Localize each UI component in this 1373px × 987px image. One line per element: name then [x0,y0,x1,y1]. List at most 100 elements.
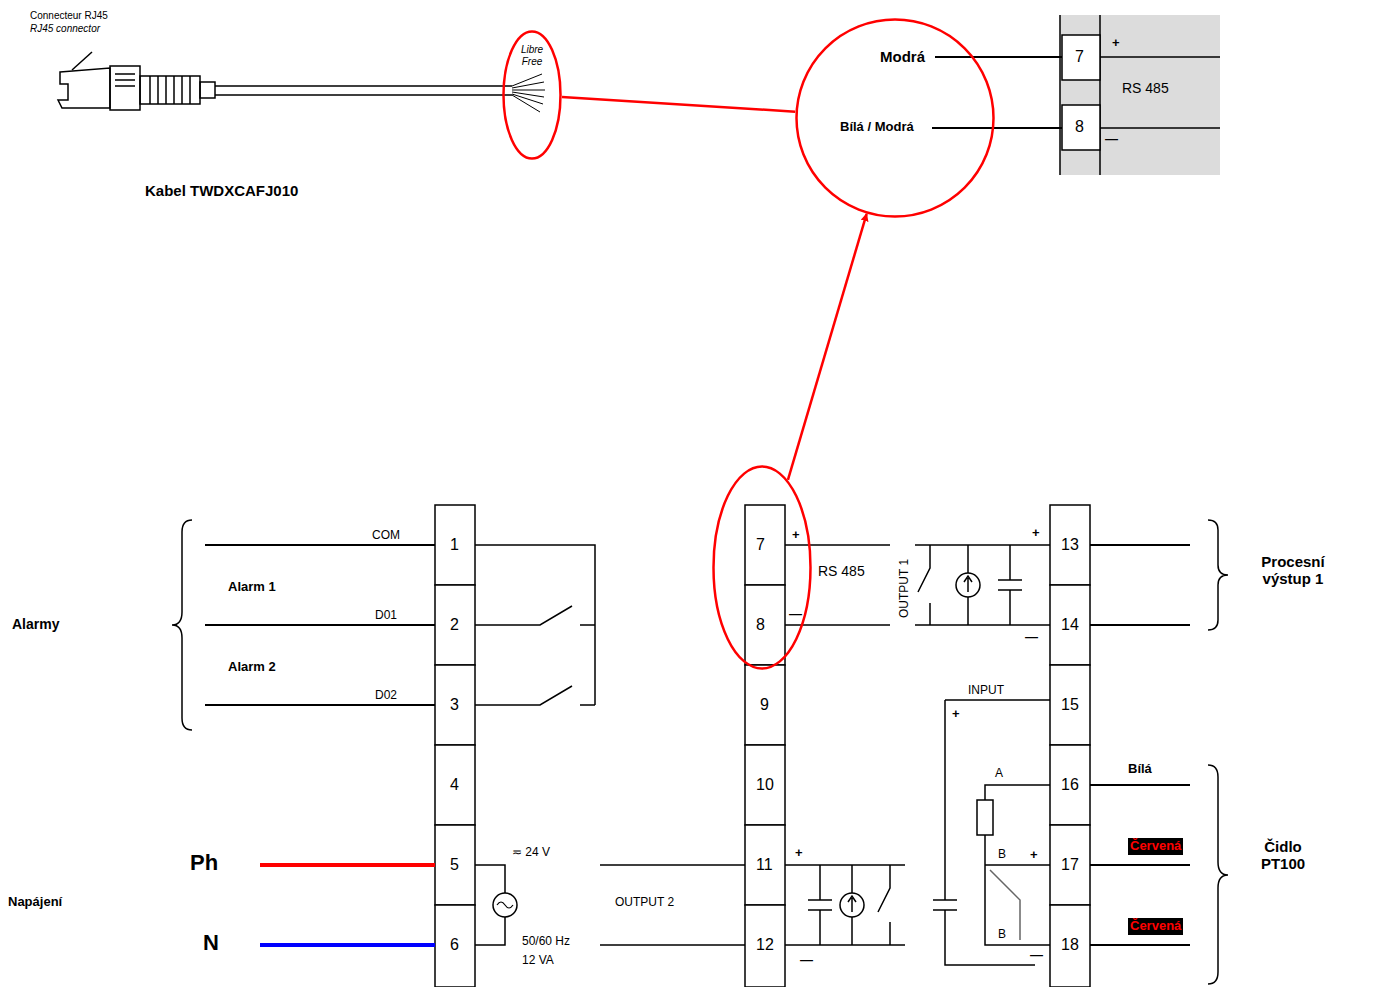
terminal-number: 8 [1075,118,1084,136]
input-circuit [933,700,1050,965]
wire-color: Červená [1128,918,1183,935]
terminal-cell [1050,505,1090,585]
terminal-number: 5 [450,856,459,874]
polarity-sign: + [1030,848,1038,863]
cable [215,86,512,95]
phase-wire [260,863,435,867]
terminal-number: 9 [760,696,769,714]
brace [1208,520,1228,630]
node-text: Bílá / Modrá [840,120,914,135]
terminal-cell [1050,665,1090,745]
signal-name: Alarm 2 [228,660,276,675]
output2-circuit [785,865,905,945]
polarity-sign: + [952,707,960,722]
terminal-number: 13 [1061,536,1079,554]
power-supply [475,865,505,945]
outline [714,467,811,669]
pin-name: B [998,848,1006,862]
terminal-cells [435,505,1090,987]
signal-name: RS 485 [1122,80,1169,96]
polarity-sign: + [1112,36,1120,51]
pin-name: A [995,767,1003,781]
signal-name: RS 485 [818,563,865,579]
terminal-cell [1050,585,1090,665]
connector-arrow [788,214,867,480]
terminal-cell [1050,745,1090,825]
node-text: 7 [756,536,765,554]
alarm-wires [205,545,435,705]
terminal-number: 7 [1075,48,1084,66]
polarity-sign: + [792,528,800,543]
terminal-cell [745,905,785,987]
terminal-cell [745,665,785,745]
terminal-number: 6 [450,936,459,954]
rating-text: 12 VA [522,954,554,968]
terminal-cell [745,505,785,585]
outline [712,465,812,670]
terminal-number: 2 [450,616,459,634]
terminal-cell [1050,825,1090,905]
terminal-cell [1050,905,1090,987]
outline [504,32,561,159]
cable-name: Kabel TWDXCAFJ010 [145,182,298,199]
terminal-number: 18 [1061,936,1079,954]
terminal-number: 1 [450,536,459,554]
terminal-cell [745,585,785,665]
field-wires [1090,545,1190,945]
terminal-cell [745,745,785,825]
polarity-sign: + [1032,526,1040,541]
polarity-sign: — [789,607,802,622]
terminal-number: 3 [450,696,459,714]
wire-color: Bílá [1128,762,1152,777]
rating-text: ≂ 24 V [512,846,550,860]
signal-name: N [203,930,219,955]
sensor-name: Čidlo PT100 [1248,838,1318,873]
output-name: Procesní výstup 1 [1238,553,1348,588]
pin-name: D02 [375,689,397,703]
terminal-block [1060,15,1220,175]
terminal-number: 17 [1061,856,1079,874]
pin-name: B [998,928,1006,942]
output1-circuit [915,545,1050,625]
pin-name: D01 [375,609,397,623]
node-text: Libre Free [517,44,547,67]
terminal-cell [435,505,475,585]
polarity-sign: — [800,953,813,968]
terminal-cell [435,585,475,665]
node-text: Modrá [880,48,925,65]
polarity-sign: + [795,846,803,861]
polarity-sign: — [1025,630,1038,645]
terminal-cell [435,665,475,745]
signal-name: INPUT [968,684,1004,698]
rating-text: 50/60 Hz [522,935,570,949]
node-text: 8 [756,616,765,634]
terminal-number: 4 [450,776,459,794]
polarity-sign: — [1105,132,1118,147]
terminal-cell [435,825,475,905]
callout-ellipse: 78 [712,465,812,670]
connector-line [562,97,795,112]
brace [1208,765,1228,984]
signal-name: Alarm 1 [228,580,276,595]
outline [797,20,994,217]
caption-text: RJ45 connector [30,23,100,35]
pin-name: COM [372,529,400,543]
terminal-cell [745,825,785,905]
group-name: Alarmy [12,616,59,632]
caption-text: Connecteur RJ45 [30,10,108,22]
terminal-number: 11 [756,856,773,874]
wire-color: Červená [1128,838,1183,855]
brace [172,520,192,730]
terminal-number: 10 [756,776,774,794]
neutral-wire [260,943,435,947]
terminal-number: 16 [1061,776,1079,794]
signal-name: Ph [190,850,218,875]
rj45-plug [58,52,215,110]
signal-name: OUTPUT 1 [898,559,912,618]
rs485-wires [785,545,890,625]
callout-ellipse: Libre Free [502,30,562,160]
callout-circle: ModráBílá / Modrá [795,18,995,218]
signal-name: OUTPUT 2 [615,896,674,910]
terminal-cell [435,745,475,825]
cable-wires [512,74,545,112]
